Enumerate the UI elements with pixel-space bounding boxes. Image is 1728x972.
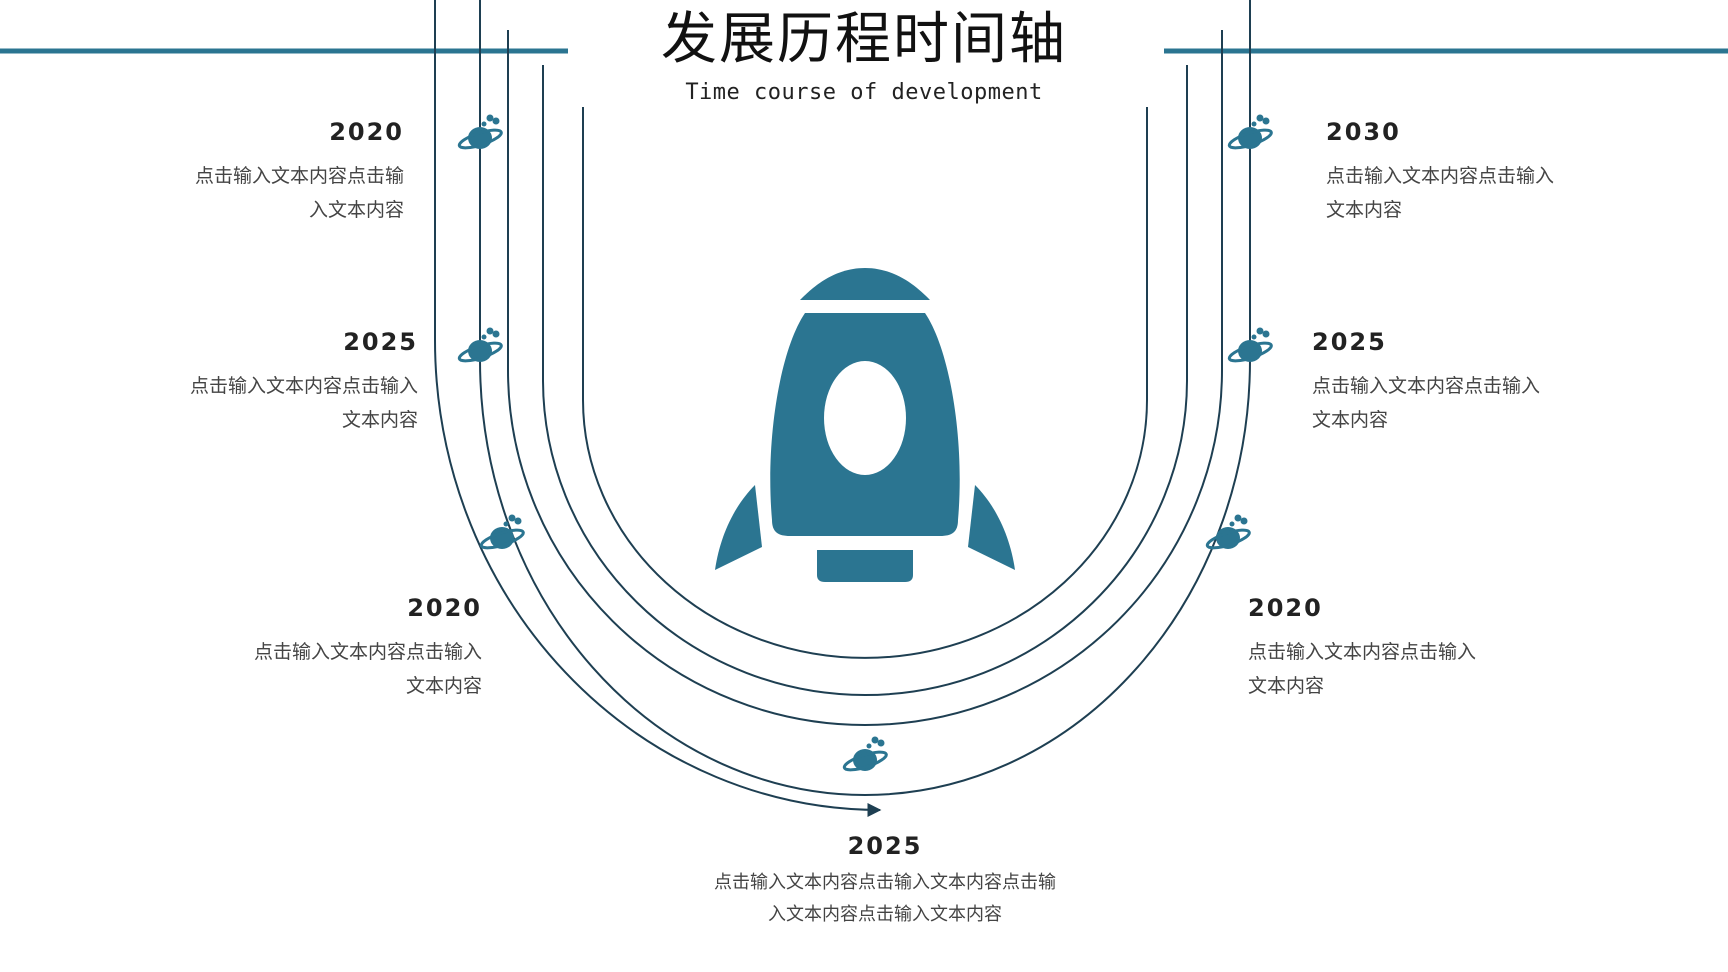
description-line: 入文本内容 xyxy=(308,199,404,221)
milestone-right-mid: 2025 点击输入文本内容点击输入 文本内容 xyxy=(1312,327,1612,437)
milestone-year: 2030 xyxy=(1326,118,1401,146)
outer-arrow-track xyxy=(434,0,882,817)
description-line: 点击输入文本内容点击输入 xyxy=(1312,375,1541,397)
planet-icon xyxy=(478,513,527,553)
milestone-description: 点击输入文本内容点击输入 文本内容 xyxy=(1326,159,1626,227)
description-line: 文本内容 xyxy=(1312,409,1389,431)
description-line: 入文本内容点击输入文本内容 xyxy=(768,904,1002,925)
milestone-year: 2025 xyxy=(847,832,923,860)
milestone-left-mid: 2025 点击输入文本内容点击输入 文本内容 xyxy=(118,327,418,437)
track-ring-2 xyxy=(507,30,1223,726)
milestone-year: 2020 xyxy=(1248,594,1323,622)
milestone-year: 2020 xyxy=(407,594,482,622)
milestone-year: 2020 xyxy=(329,118,404,146)
track-ring-1 xyxy=(479,0,1251,796)
milestone-year: 2025 xyxy=(343,328,418,356)
description-line: 点击输入文本内容点击输入 xyxy=(253,641,482,663)
milestone-description: 点击输入文本内容点击输入 文本内容 xyxy=(182,635,482,703)
track-ring-4 xyxy=(582,107,1148,659)
milestone-year: 2025 xyxy=(1312,328,1387,356)
page-subtitle: Time course of development xyxy=(685,80,1043,105)
page-title: 发展历程时间轴 xyxy=(661,7,1067,72)
description-line: 点击输入文本内容点击输入 xyxy=(1248,641,1477,663)
milestone-description: 点击输入文本内容点击输 入文本内容 xyxy=(104,159,404,227)
description-line: 点击输入文本内容点击输入文本内容点击输 xyxy=(714,872,1056,893)
milestone-description: 点击输入文本内容点击输入 文本内容 xyxy=(1248,635,1548,703)
description-line: 文本内容 xyxy=(341,409,418,431)
milestone-description: 点击输入文本内容点击输入 文本内容 xyxy=(1312,369,1612,437)
milestone-left-low: 2020 点击输入文本内容点击输入 文本内容 xyxy=(182,593,482,703)
planet-icon xyxy=(841,735,890,775)
description-line: 文本内容 xyxy=(1326,199,1403,221)
milestone-bottom: 2025 点击输入文本内容点击输入文本内容点击输 入文本内容点击输入文本内容 xyxy=(665,831,1105,931)
milestone-left-top: 2020 点击输入文本内容点击输 入文本内容 xyxy=(104,117,404,227)
description-line: 文本内容 xyxy=(405,675,482,697)
description-line: 点击输入文本内容点击输 xyxy=(194,165,404,187)
milestone-description: 点击输入文本内容点击输入文本内容点击输 入文本内容点击输入文本内容 xyxy=(665,867,1105,931)
description-line: 文本内容 xyxy=(1248,675,1325,697)
rocket-icon xyxy=(715,268,1015,582)
track-ring-3 xyxy=(542,65,1188,696)
description-line: 点击输入文本内容点击输入 xyxy=(1326,165,1555,187)
milestone-right-low: 2020 点击输入文本内容点击输入 文本内容 xyxy=(1248,593,1548,703)
description-line: 点击输入文本内容点击输入 xyxy=(189,375,418,397)
milestone-right-top: 2030 点击输入文本内容点击输入 文本内容 xyxy=(1326,117,1626,227)
milestone-description: 点击输入文本内容点击输入 文本内容 xyxy=(118,369,418,437)
